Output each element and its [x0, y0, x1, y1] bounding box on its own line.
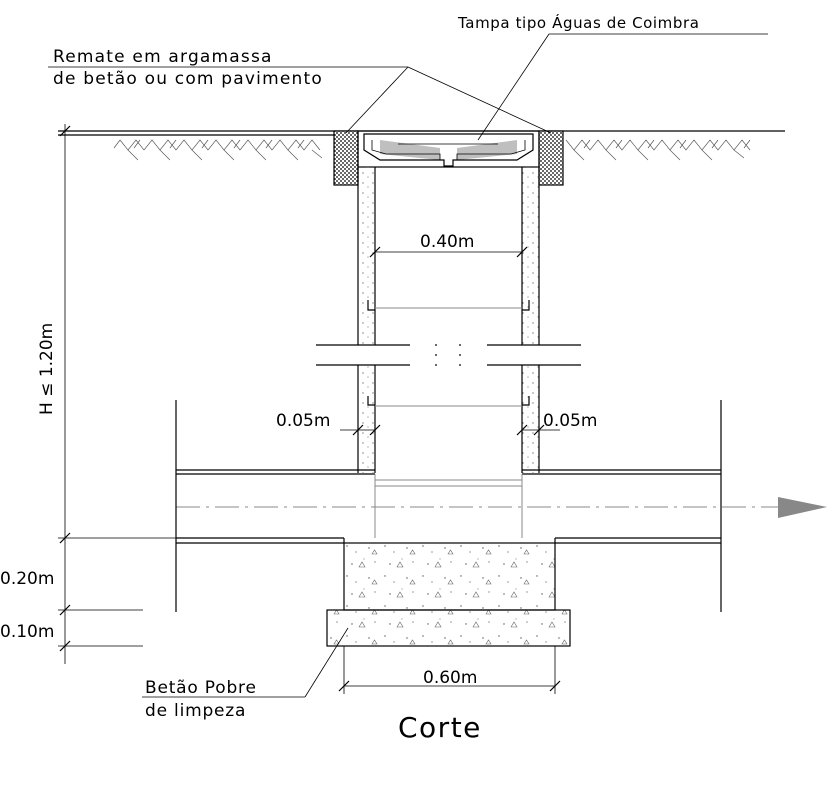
shaft-walls — [357, 167, 540, 473]
soil-hatch-left — [113, 139, 323, 161]
section-title: Corte — [398, 711, 482, 744]
dimension-wall — [340, 424, 560, 436]
manhole-lid — [357, 130, 540, 168]
ring-joints — [367, 300, 530, 407]
mortar-finish-right — [538, 130, 564, 186]
height-label: H ≤ 1.20m — [37, 323, 57, 415]
blinding-concrete — [326, 609, 571, 647]
finish-label-line2: de betão ou com pavimento — [53, 69, 323, 89]
lid-label: Tampa tipo Águas de Coimbra — [457, 13, 700, 32]
wall-right-label: 0.05m — [543, 411, 597, 431]
base-width-label: 0.60m — [423, 668, 477, 688]
mortar-finish-left — [333, 130, 359, 186]
dimension-inner-width — [369, 246, 528, 258]
concrete-base — [343, 542, 556, 611]
blinding-label-line2: de limpeza — [145, 701, 246, 721]
leaders — [48, 33, 768, 698]
inner-width-label: 0.40m — [420, 232, 474, 252]
blinding-label-line1: Betão Pobre — [145, 678, 257, 698]
flow-arrow — [778, 497, 827, 518]
finish-label-line1: Remate em argamassa — [53, 47, 273, 67]
soil-hatch-right — [565, 139, 751, 161]
base-thickness-label: 0.20m — [0, 569, 54, 589]
blinding-thickness-label: 0.10m — [0, 622, 54, 642]
dimension-left — [58, 124, 176, 664]
pipe — [175, 400, 780, 612]
dimension-base — [338, 646, 561, 694]
break-lines — [316, 344, 581, 366]
wall-left-label: 0.05m — [276, 411, 330, 431]
